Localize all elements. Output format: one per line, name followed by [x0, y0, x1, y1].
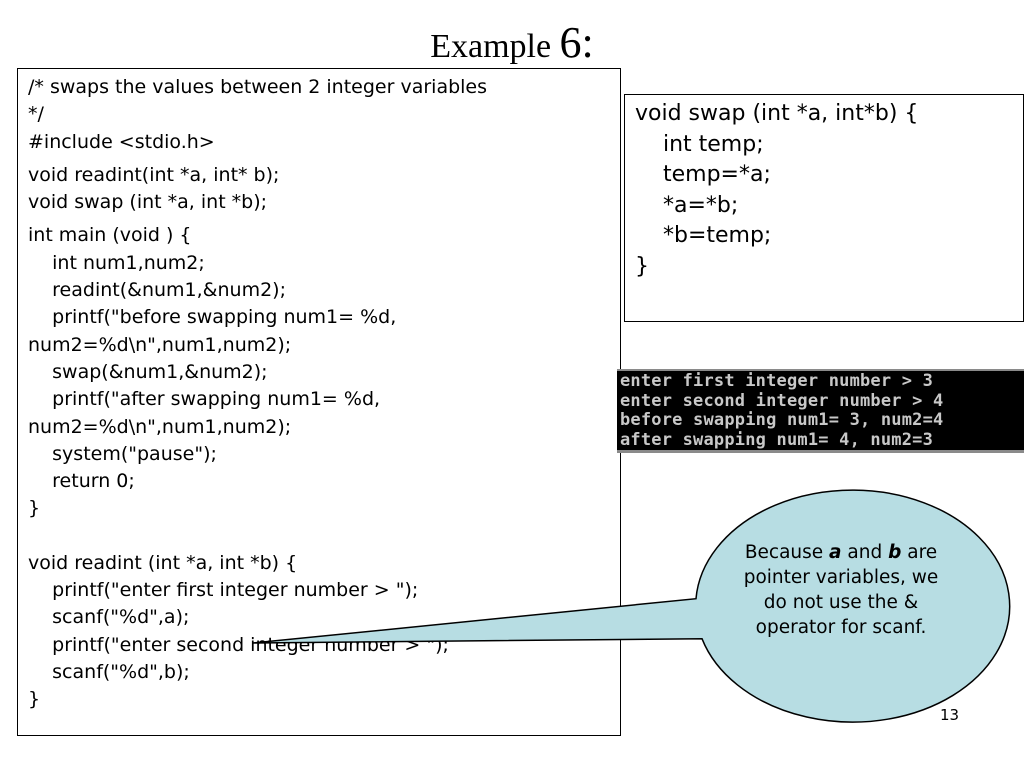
code-line: scanf("%d",b);	[28, 660, 190, 683]
page-number: 13	[940, 706, 960, 724]
callout-var-a: a	[829, 542, 842, 563]
code-line: scanf("%d",a);	[28, 606, 190, 629]
code-line: printf("after swapping num1= %d,	[28, 388, 381, 411]
console-line: after swapping num1= 4, num2=3	[620, 429, 934, 450]
code-block-main: int main (void ) { int num1,num2; readin…	[28, 222, 620, 522]
code-line: void readint (int *a, int *b) {	[28, 551, 298, 574]
code-line: */	[28, 103, 44, 126]
title-number: 6:	[559, 18, 594, 67]
code-line: swap(&num1,&num2);	[28, 360, 268, 383]
code-line: printf("enter first integer number > ");	[28, 579, 419, 602]
code-line: num2=%d\n",num1,num2);	[28, 333, 292, 356]
code-line: }	[28, 688, 41, 711]
code-block-prototypes: void readint(int *a, int* b); void swap …	[28, 162, 620, 217]
code-block-readint: void readint (int *a, int *b) { printf("…	[28, 550, 620, 714]
code-line: /* swaps the values between 2 integer va…	[28, 76, 488, 98]
console-line: enter second integer number > 4	[620, 390, 944, 411]
code-line: temp=*a;	[635, 162, 771, 187]
code-line: *b=temp;	[635, 223, 772, 248]
code-line: system("pause");	[28, 442, 217, 465]
code-line: int main (void ) {	[28, 224, 192, 247]
console-line: before swapping num1= 3, num2=4	[620, 410, 944, 430]
code-line: num2=%d\n",num1,num2);	[28, 415, 292, 438]
callout-text: Because a and b are pointer variables, w…	[743, 542, 939, 638]
code-line: int num1,num2;	[28, 251, 205, 274]
callout-bubble-shape	[252, 489, 1011, 723]
swap-function-box: void swap (int *a, int*b) { int temp; te…	[624, 94, 1024, 322]
code-line: }	[635, 253, 649, 279]
code-line: return 0;	[28, 470, 135, 493]
console-output: enter first integer number > 3 enter sec…	[617, 369, 1024, 453]
code-line: int temp;	[635, 131, 764, 157]
code-line: #include <stdio.h>	[28, 130, 215, 153]
title-word: Example	[430, 28, 552, 65]
code-line: void readint(int *a, int* b);	[28, 163, 280, 186]
code-line: printf("enter second integer number > ")…	[28, 633, 449, 656]
code-line: }	[28, 497, 41, 520]
code-line: *a=*b;	[635, 192, 739, 218]
callout-var-b: b	[888, 542, 902, 563]
code-block-header: /* swaps the values between 2 integer va…	[28, 74, 620, 156]
slide-title: Example 6:	[0, 18, 1024, 72]
code-line: readint(&num1,&num2);	[28, 279, 286, 302]
code-line: printf("before swapping num1= %d,	[28, 306, 397, 329]
code-line: void swap (int *a, int*b) {	[635, 101, 919, 126]
code-line: void swap (int *a, int *b);	[28, 191, 268, 214]
console-line: enter first integer number > 3	[620, 371, 934, 391]
